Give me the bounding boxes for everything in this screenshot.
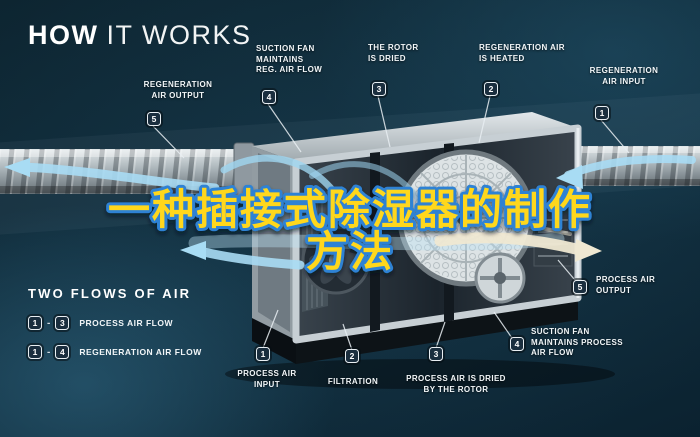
- process-input-arrow-icon: [180, 241, 206, 260]
- callout-suction-fan-process-label: SUCTION FAN MAINTAINS PROCESS AIR FLOW: [531, 327, 623, 358]
- callout-regen-air-output: REGENERATION AIR OUTPUT: [126, 80, 230, 101]
- left-duct-collar: [233, 142, 255, 201]
- process-output-flow-2: [444, 222, 572, 236]
- callout-process-air-dried-label: PROCESS AIR IS DRIED BY THE ROTOR: [406, 374, 506, 394]
- legend-row-regeneration: 1 - 4 REGENERATION AIR FLOW: [28, 345, 202, 359]
- legend-badge-regen-from: 1: [28, 345, 42, 359]
- top-panel: [252, 112, 578, 162]
- number-badge-filtration: 2: [345, 349, 359, 363]
- callout-suction-fan-process: SUCTION FAN MAINTAINS PROCESS AIR FLOW: [531, 327, 649, 359]
- regen-swirl-flow-2: [309, 161, 431, 217]
- callout-regen-air-heated-label: REGENERATION AIR IS HEATED: [479, 43, 565, 63]
- legend-heading: TWO FLOWS OF AIR: [28, 286, 192, 301]
- regen-swirl-flow: [220, 154, 349, 212]
- number-badge-suction-fan-process: 4: [510, 337, 524, 351]
- regen-output-arrow-icon: [4, 158, 30, 177]
- page-title-it-works: IT WORKS: [106, 20, 252, 50]
- legend-row-process: 1 - 3 PROCESS AIR FLOW: [28, 316, 202, 330]
- callout-process-air-dried: PROCESS AIR IS DRIED BY THE ROTOR: [392, 374, 520, 395]
- legend-badge-process-from: 1: [28, 316, 42, 330]
- legend-dash: -: [47, 346, 51, 358]
- callout-filtration-label: FILTRATION: [327, 377, 379, 386]
- callout-regen-air-output-label: REGENERATION AIR OUTPUT: [143, 80, 213, 100]
- number-badge-regen-heated: 2: [484, 82, 498, 96]
- number-badge-rotor-dried: 3: [372, 82, 386, 96]
- number-badge-process-output: 5: [573, 280, 587, 294]
- callout-rotor-dried: THE ROTOR IS DRIED: [368, 43, 440, 64]
- number-badge-regen-input: 1: [595, 106, 609, 120]
- regen-input-arrow-icon: [556, 165, 583, 189]
- machine-interior: [301, 143, 573, 332]
- callout-rotor-dried-label: THE ROTOR IS DRIED: [368, 43, 419, 63]
- callout-filtration: FILTRATION: [314, 377, 392, 388]
- regen-output-flow: [17, 162, 220, 193]
- legend-badge-process-to: 3: [55, 316, 70, 330]
- airflow-ribbons: [4, 154, 696, 270]
- number-badge-process-dried: 3: [429, 347, 443, 361]
- number-badge-regen-output: 5: [147, 112, 161, 126]
- desiccant-rotor: [397, 149, 535, 287]
- legend-label-process: PROCESS AIR FLOW: [79, 318, 173, 328]
- process-output-flow: [434, 232, 586, 256]
- callout-suction-fan-reg-label: SUCTION FAN MAINTAINS REG. AIR FLOW: [256, 44, 323, 75]
- legend-badge-regen-to: 4: [55, 345, 70, 359]
- callout-process-air-input-label: PROCESS AIR INPUT: [237, 369, 297, 389]
- callout-process-air-input: PROCESS AIR INPUT: [228, 369, 306, 390]
- regen-fan: [474, 252, 526, 304]
- legend: TWO FLOWS OF AIR 1 - 3 PROCESS AIR FLOW …: [28, 286, 202, 359]
- page-title-how: HOW: [28, 20, 99, 50]
- number-badge-suction-fan-reg: 4: [262, 90, 276, 104]
- callout-regen-air-heated: REGENERATION AIR IS HEATED: [479, 43, 583, 64]
- callout-regen-air-input-label: REGENERATION AIR INPUT: [589, 66, 659, 86]
- number-badge-process-input: 1: [256, 347, 270, 361]
- callout-process-air-output: PROCESS AIR OUTPUT: [596, 275, 676, 296]
- ground-shadow: [225, 359, 615, 389]
- legend-dash: -: [47, 317, 51, 329]
- callout-suction-fan-reg: SUCTION FAN MAINTAINS REG. AIR FLOW: [256, 44, 348, 76]
- callout-regen-air-input: REGENERATION AIR INPUT: [578, 66, 670, 87]
- callout-process-air-output-label: PROCESS AIR OUTPUT: [596, 275, 656, 295]
- legend-label-regeneration: REGENERATION AIR FLOW: [79, 347, 202, 357]
- process-fan: [301, 225, 371, 295]
- callout-lines: [152, 95, 630, 351]
- process-output-arrow-icon: [575, 239, 602, 262]
- dehumidifier-unit: [252, 112, 582, 364]
